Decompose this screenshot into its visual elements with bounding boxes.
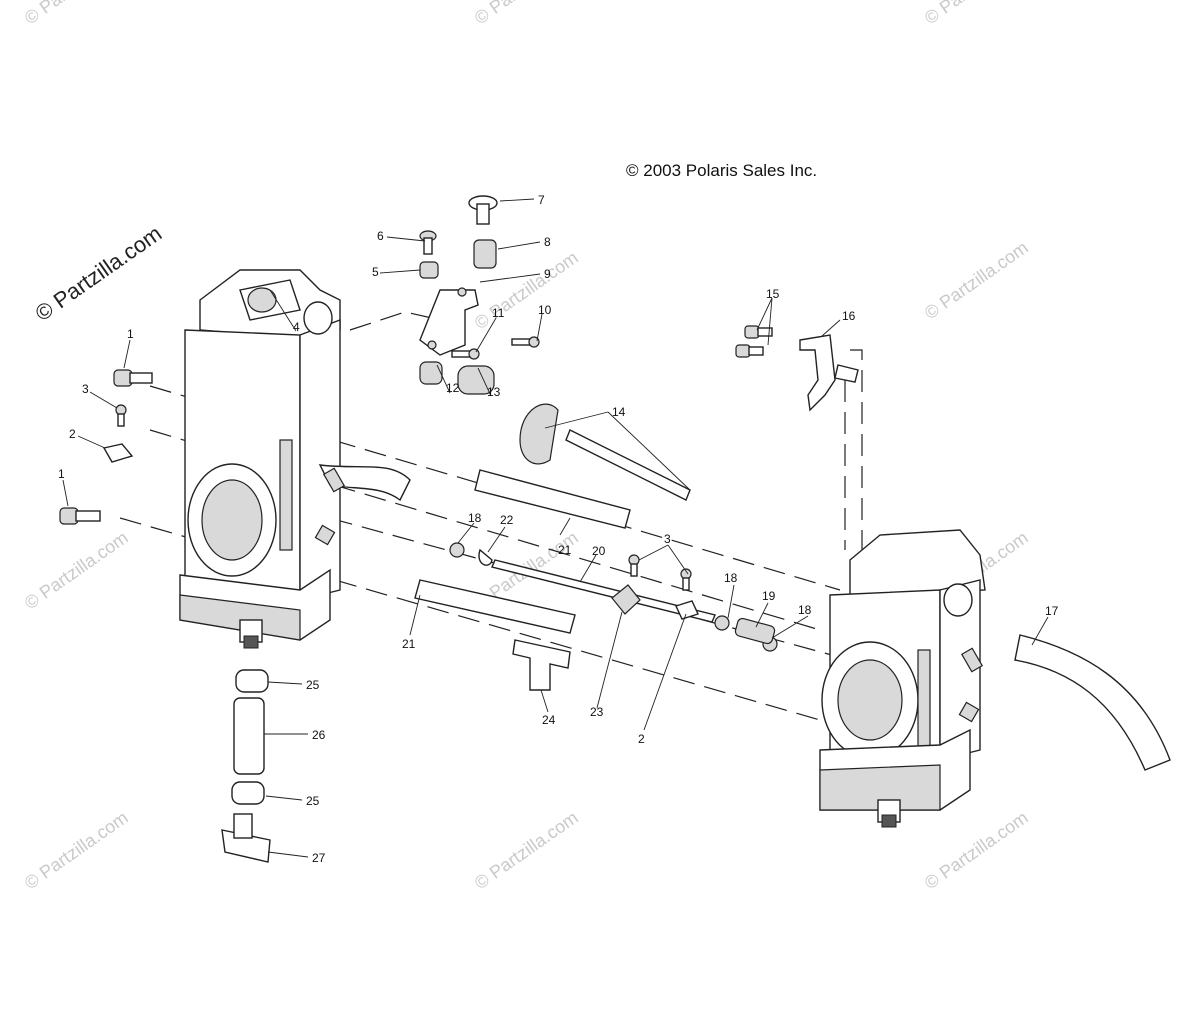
tube-21-lower [414,579,576,634]
callout-25: 25 [306,678,320,692]
callout-10: 10 [538,303,552,317]
brand-watermark: © Partzilla.com [31,221,167,327]
callout-27: 27 [312,851,326,865]
callout-1: 1 [127,327,134,341]
watermark: © Partzilla.com [471,0,582,28]
bracket-9 [419,287,479,356]
callout-2: 2 [638,732,645,746]
tee-fitting-27 [221,813,271,863]
hose-26 [233,697,265,775]
screw-3-left [115,404,127,427]
screw-1-lower [59,507,101,525]
clip-2-right [675,600,699,620]
callout-19: 19 [762,589,776,603]
spring-19 [734,617,776,645]
screw-3-right-a [628,554,640,577]
screws-15 [735,325,773,358]
hose-17 [1014,634,1171,771]
copyright-notice: © 2003 Polaris Sales Inc. [626,161,817,180]
leader-lines [62,198,1049,858]
callout-16: 16 [842,309,856,323]
callout-2: 2 [69,427,76,441]
callout-14: 14 [612,405,626,419]
callout-18: 18 [798,603,812,617]
callout-18: 18 [724,571,738,585]
watermark: © Partzilla.com [21,527,132,613]
screw-11 [451,348,480,360]
hardware-components [59,195,1171,863]
spring-8 [473,239,497,269]
clamp-25-lower [231,781,265,805]
clamp-25-upper [235,669,269,693]
sleeve-13 [457,365,495,395]
watermark: © Partzilla.com [921,807,1032,893]
right-carburetor [819,529,986,828]
callout-18: 18 [468,511,482,525]
bracket-16 [799,334,859,412]
screw-7 [468,195,498,225]
spring-5 [419,261,439,279]
callout-26: 26 [312,728,326,742]
tube-21-upper [474,469,631,529]
callout-23: 23 [590,705,604,719]
callout-21: 21 [402,637,416,651]
callout-21: 21 [558,543,572,557]
shaft-20 [491,559,716,623]
callout-13: 13 [487,385,501,399]
watermark: © Partzilla.com [21,807,132,893]
watermark: © Partzilla.com [21,0,132,28]
callout-1: 1 [58,467,65,481]
watermark: © Partzilla.com [921,0,1032,28]
callout-7: 7 [538,193,545,207]
watermark: © Partzilla.com [921,237,1032,323]
callout-6: 6 [377,229,384,243]
screw-10 [511,336,540,348]
callout-17: 17 [1045,604,1059,618]
clip-2-left [102,443,134,463]
watermark: © Partzilla.com [471,807,582,893]
callout-25: 25 [306,794,320,808]
screw-1-upper [113,369,153,387]
lever-23 [611,584,641,615]
callout-3: 3 [82,382,89,396]
callout-9: 9 [544,267,551,281]
spring-12 [419,361,443,385]
left-carburetor [179,269,411,649]
washer-18-a [449,542,465,558]
callout-20: 20 [592,544,606,558]
callout-12: 12 [446,381,460,395]
callout-labels: 1 1 2 2 3 3 4 5 6 7 8 9 10 11 12 13 14 1… [58,193,1059,865]
shaft-14 [565,429,691,501]
screw-3-right-b [680,568,692,591]
callout-11: 11 [492,306,505,320]
callout-15: 15 [766,287,780,301]
washer-18-b [714,615,730,631]
cam-14 [519,403,559,465]
screw-6 [419,230,437,255]
callout-8: 8 [544,235,551,249]
callout-3: 3 [664,532,671,546]
clip-22 [478,548,493,566]
tee-fitting-24 [512,639,571,691]
callout-24: 24 [542,713,556,727]
callout-22: 22 [500,513,514,527]
callout-5: 5 [372,265,379,279]
callout-4: 4 [293,320,300,334]
